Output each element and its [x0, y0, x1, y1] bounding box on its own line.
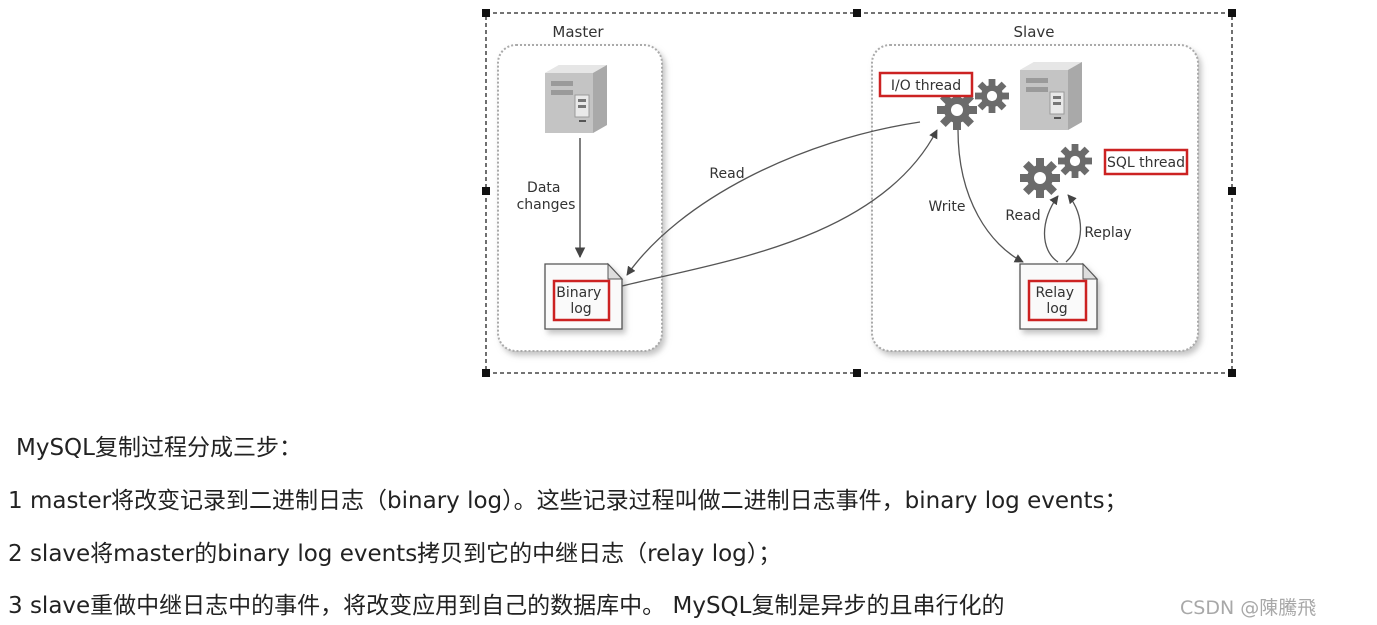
replay-arrow — [1065, 194, 1082, 263]
selection-handles[interactable] — [482, 9, 1236, 377]
replication-diagram: Master Slave Data changes Binary log Rea… — [482, 9, 1236, 377]
read-request-arrow — [626, 121, 921, 276]
io-thread-label: I/O thread — [891, 78, 961, 94]
relay-log-label: Relay log — [1036, 285, 1079, 317]
io-thread-highlight — [878, 71, 974, 98]
binary-log-label: Binary log — [556, 285, 605, 317]
replay-label: Replay — [1084, 225, 1131, 241]
read-label-master: Read — [709, 166, 744, 182]
sql-thread-label: SQL thread — [1107, 155, 1185, 171]
read-label-slave: Read — [1005, 208, 1040, 224]
steps-title: MySQL复制过程分成三步： — [16, 435, 302, 461]
write-arrow — [957, 129, 1024, 263]
master-label: Master — [552, 23, 604, 41]
step-2-text: 2 slave将master的binary log events拷贝到它的中继日… — [8, 541, 782, 567]
io-thread-gear-icon-secondary — [975, 79, 1009, 113]
sql-thread-highlight — [1103, 148, 1189, 176]
data-changes-label: Data changes — [517, 180, 576, 213]
slave-label: Slave — [1014, 23, 1055, 41]
relay-log-highlight — [1027, 279, 1088, 322]
master-server-icon — [544, 64, 608, 134]
slave-read-arrow — [1043, 195, 1059, 263]
binary-log-highlight — [552, 279, 611, 322]
step-3-text: 3 slave重做中继日志中的事件，将改变应用到自己的数据库中。 MySQL复制… — [8, 593, 1005, 619]
csdn-watermark: CSDN @陳騰飛 — [1180, 597, 1317, 619]
sql-thread-gear-icon-secondary — [1058, 144, 1092, 178]
binlog-transfer-arrow — [621, 129, 938, 287]
step-1-text: 1 master将改变记录到二进制日志（binary log）。这些记录过程叫做… — [8, 488, 1128, 514]
write-label: Write — [929, 199, 966, 215]
slave-server-icon — [1019, 61, 1083, 131]
sql-thread-gear-icon — [1020, 158, 1060, 198]
